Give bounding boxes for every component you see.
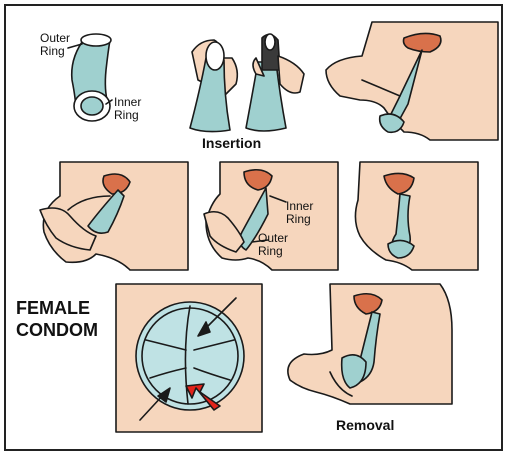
placement-view-middle-center — [203, 161, 339, 271]
inner-ring-label-2: Inner Ring — [286, 199, 314, 226]
condom-with-rings-figure — [67, 33, 113, 122]
inserted-view-top-right — [325, 21, 499, 141]
female-condom-title: FEMALE CONDOM — [16, 298, 98, 340]
front-view-box — [115, 283, 263, 433]
outer-ring-label-2: Outer Ring — [258, 231, 289, 258]
removal-label: Removal — [336, 417, 395, 433]
insertion-hands-figure — [189, 33, 305, 133]
inner-ring-label: Inner Ring — [114, 95, 142, 122]
placement-view-middle-left — [39, 161, 189, 271]
removal-view — [287, 283, 453, 405]
outer-ring-label: Outer Ring — [40, 31, 71, 58]
insertion-label: Insertion — [202, 135, 262, 151]
placement-view-middle-right — [354, 161, 479, 271]
